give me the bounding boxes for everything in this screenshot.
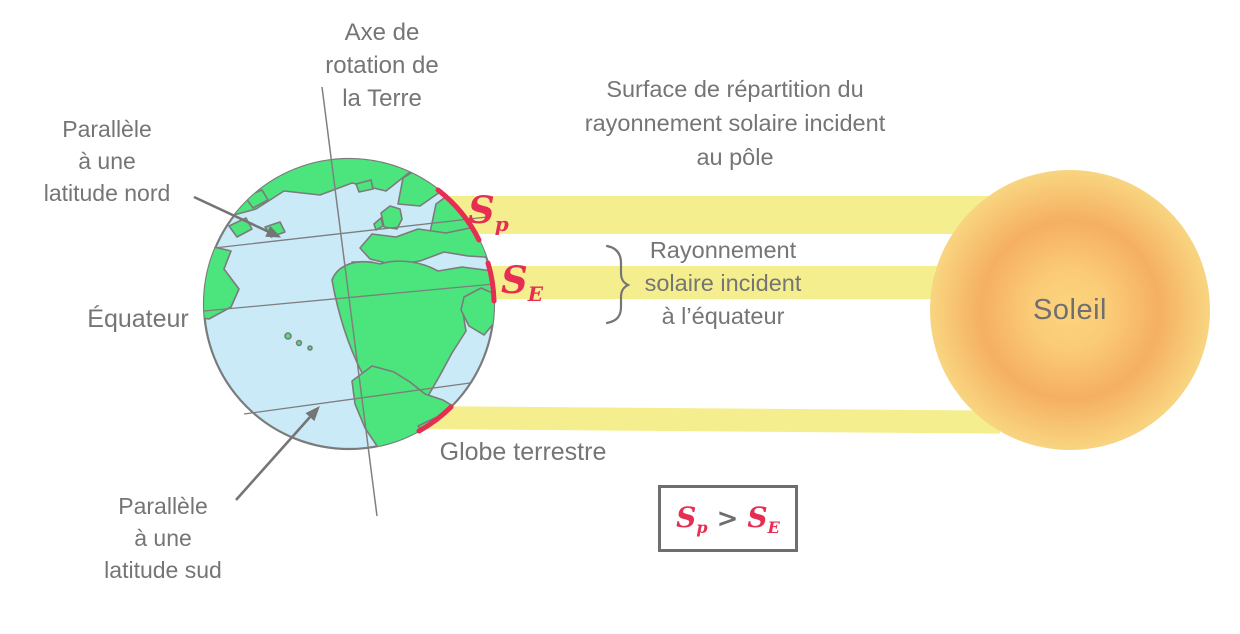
arrowhead-south-parallel	[305, 406, 320, 422]
arrow-north-parallel	[193, 195, 270, 234]
north-parallel-label: Parallèle à une latitude nord	[43, 116, 171, 206]
sunbeam-south-parallel	[414, 406, 1001, 434]
south-parallel-label: Parallèle à une latitude sud	[104, 493, 222, 583]
sun-icon: Soleil	[930, 170, 1210, 450]
ray-equator-label: Rayonnement solaire incident à l’équateu…	[644, 237, 802, 329]
arrow-south-parallel	[235, 416, 311, 501]
globe-label: Globe terrestre	[439, 438, 607, 466]
equation-rhs: SE	[747, 500, 780, 537]
arrowhead-north-parallel	[265, 226, 282, 238]
greater-than-sign: >	[716, 503, 739, 534]
sunbeam-equator	[478, 266, 1000, 299]
equator-label: Équateur	[87, 305, 189, 333]
se-symbol: SE	[501, 258, 543, 307]
sunbeam-pole	[438, 196, 1000, 234]
axis-label: Axe de rotation de la Terre	[325, 19, 439, 112]
equation-box: Sp > SE	[658, 485, 798, 552]
surface-pole-label: Surface de répartition du rayonnement so…	[584, 76, 886, 170]
equation-lhs: Sp	[676, 500, 708, 537]
sun-label: Soleil	[1033, 293, 1107, 326]
rotation-axis-line	[321, 86, 378, 517]
sp-symbol: Sp	[468, 188, 509, 237]
grid-equator	[203, 283, 495, 312]
